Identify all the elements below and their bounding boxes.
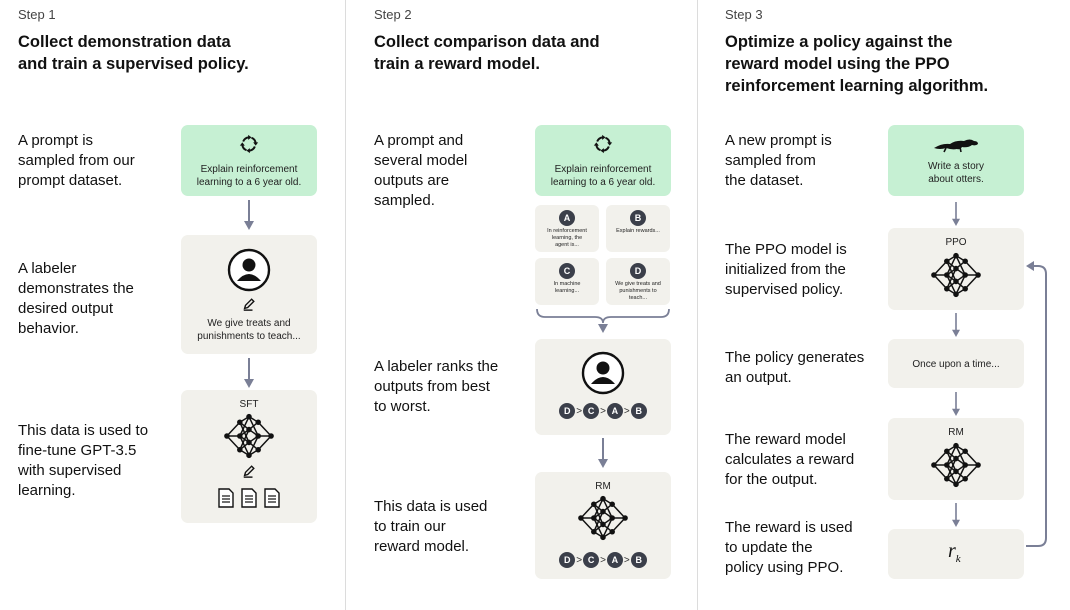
step-3-description: The PPO model is initialized from the su… <box>725 241 847 298</box>
step-3-description: The reward model calculates a reward for… <box>725 431 855 488</box>
reward-box: rk <box>888 529 1024 579</box>
prompt-text: Write a story about otters. <box>928 161 984 185</box>
output-text: In machine learning... <box>553 281 581 294</box>
rank-separator: > <box>576 405 583 417</box>
neural-network-icon <box>926 442 986 488</box>
ranking: D>C>A>B <box>535 403 671 419</box>
rank-item: B <box>630 552 647 568</box>
prompt-text: Explain reinforcement learning to a 6 ye… <box>196 164 302 188</box>
pencil-icon <box>242 464 256 478</box>
ppo-model-box: PPO <box>888 228 1024 310</box>
output-text: Explain rewards... <box>616 228 660 234</box>
rank-separator: > <box>600 554 606 566</box>
output-box: Once upon a time... <box>888 339 1024 388</box>
step-3-title: Optimize a policy against the reward mod… <box>725 33 989 95</box>
output-letter: D <box>630 263 646 279</box>
arrow-down <box>950 313 962 337</box>
labeler-box: We give treats and punishments to teach.… <box>181 235 317 354</box>
arrow-down <box>950 392 962 416</box>
arrow-down <box>243 358 255 388</box>
labeler-box: D>C>A>B <box>535 339 671 435</box>
output-card: D We give treats and punishments to teac… <box>606 258 670 305</box>
rm-model-box: RM D>C>A>B <box>535 472 671 579</box>
step-3-description: The policy generates an output. <box>725 349 865 386</box>
person-icon <box>581 351 625 395</box>
reward-subscript: k <box>955 553 961 565</box>
step-1-description: A prompt is sampled from our prompt data… <box>18 132 135 189</box>
output-letter: B <box>630 210 646 226</box>
output-text: We give treats and punishments to teach.… <box>615 281 661 301</box>
output-text: In reinforcement learning, the agent is.… <box>547 228 587 248</box>
step-1-title: Collect demonstration data and train a s… <box>18 33 249 73</box>
reward-symbol: rk <box>948 540 961 565</box>
rank-separator: > <box>576 554 583 566</box>
prompt-box: Explain reinforcement learning to a 6 ye… <box>535 125 671 196</box>
step-1-description: This data is used to fine-tune GPT-3.5 w… <box>18 422 149 499</box>
output-card: C In machine learning... <box>535 258 599 305</box>
recycle-icon <box>239 134 259 154</box>
arrow-down <box>950 202 962 226</box>
rank-separator: > <box>600 405 606 417</box>
rm-label: RM <box>948 427 964 438</box>
rank-item: C <box>583 552 600 568</box>
step-3-description: A new prompt is sampled from the dataset… <box>725 132 832 189</box>
reward-r: r <box>948 540 956 562</box>
prompt-text: Explain reinforcement learning to a 6 ye… <box>550 164 656 188</box>
step-2-description: A labeler ranks the outputs from best to… <box>374 358 499 415</box>
document-icon <box>218 488 234 508</box>
step-2-description: A prompt and several model outputs are s… <box>374 132 468 209</box>
ppo-label: PPO <box>945 237 967 248</box>
arrow-down <box>597 438 609 468</box>
step-2-label: Step 2 <box>374 7 412 22</box>
column-divider <box>697 0 698 610</box>
neural-network-icon <box>573 495 633 541</box>
sft-label: SFT <box>239 399 259 410</box>
otter-icon <box>934 139 978 153</box>
ranking: D>C>A>B <box>535 552 671 568</box>
recycle-icon <box>593 134 613 154</box>
brace-arrow <box>536 308 670 333</box>
sft-model-box: SFT <box>181 390 317 523</box>
step-2-description: This data is used to train our reward mo… <box>374 498 488 555</box>
feedback-arrow <box>1026 261 1047 547</box>
neural-network-icon <box>926 252 986 298</box>
rank-item: C <box>583 403 600 419</box>
document-icon <box>241 488 257 508</box>
step-1-label: Step 1 <box>18 7 56 22</box>
step-1-description: A labeler demonstrates the desired outpu… <box>18 260 134 337</box>
labeler-output-text: We give treats and punishments to teach.… <box>197 318 301 342</box>
neural-network-icon <box>219 413 279 459</box>
step-3-description: The reward is used to update the policy … <box>725 519 853 576</box>
person-icon <box>227 248 271 292</box>
output-card: A In reinforcement learning, the agent i… <box>535 205 599 252</box>
column-divider <box>345 0 346 610</box>
output-letter: A <box>559 210 575 226</box>
prompt-box: Explain reinforcement learning to a 6 ye… <box>181 125 317 196</box>
document-icon <box>264 488 280 508</box>
step-3-label: Step 3 <box>725 7 763 22</box>
prompt-box: Write a story about otters. <box>888 125 1024 196</box>
rank-item: B <box>630 403 647 419</box>
step-2-title: Collect comparison data and train a rewa… <box>374 33 600 73</box>
rank-item: A <box>606 552 623 568</box>
rank-item: D <box>559 403 576 419</box>
rm-label: RM <box>595 481 611 492</box>
output-card: B Explain rewards... <box>606 205 670 252</box>
rm-model-box: RM <box>888 418 1024 500</box>
arrow-down <box>243 200 255 230</box>
output-letter: C <box>559 263 575 279</box>
output-text: Once upon a time... <box>912 359 1000 370</box>
rank-separator: > <box>623 405 630 417</box>
rank-item: D <box>559 552 576 568</box>
arrow-down <box>950 503 962 527</box>
rank-separator: > <box>623 554 630 566</box>
rank-item: A <box>606 403 623 419</box>
pencil-icon <box>242 297 256 311</box>
